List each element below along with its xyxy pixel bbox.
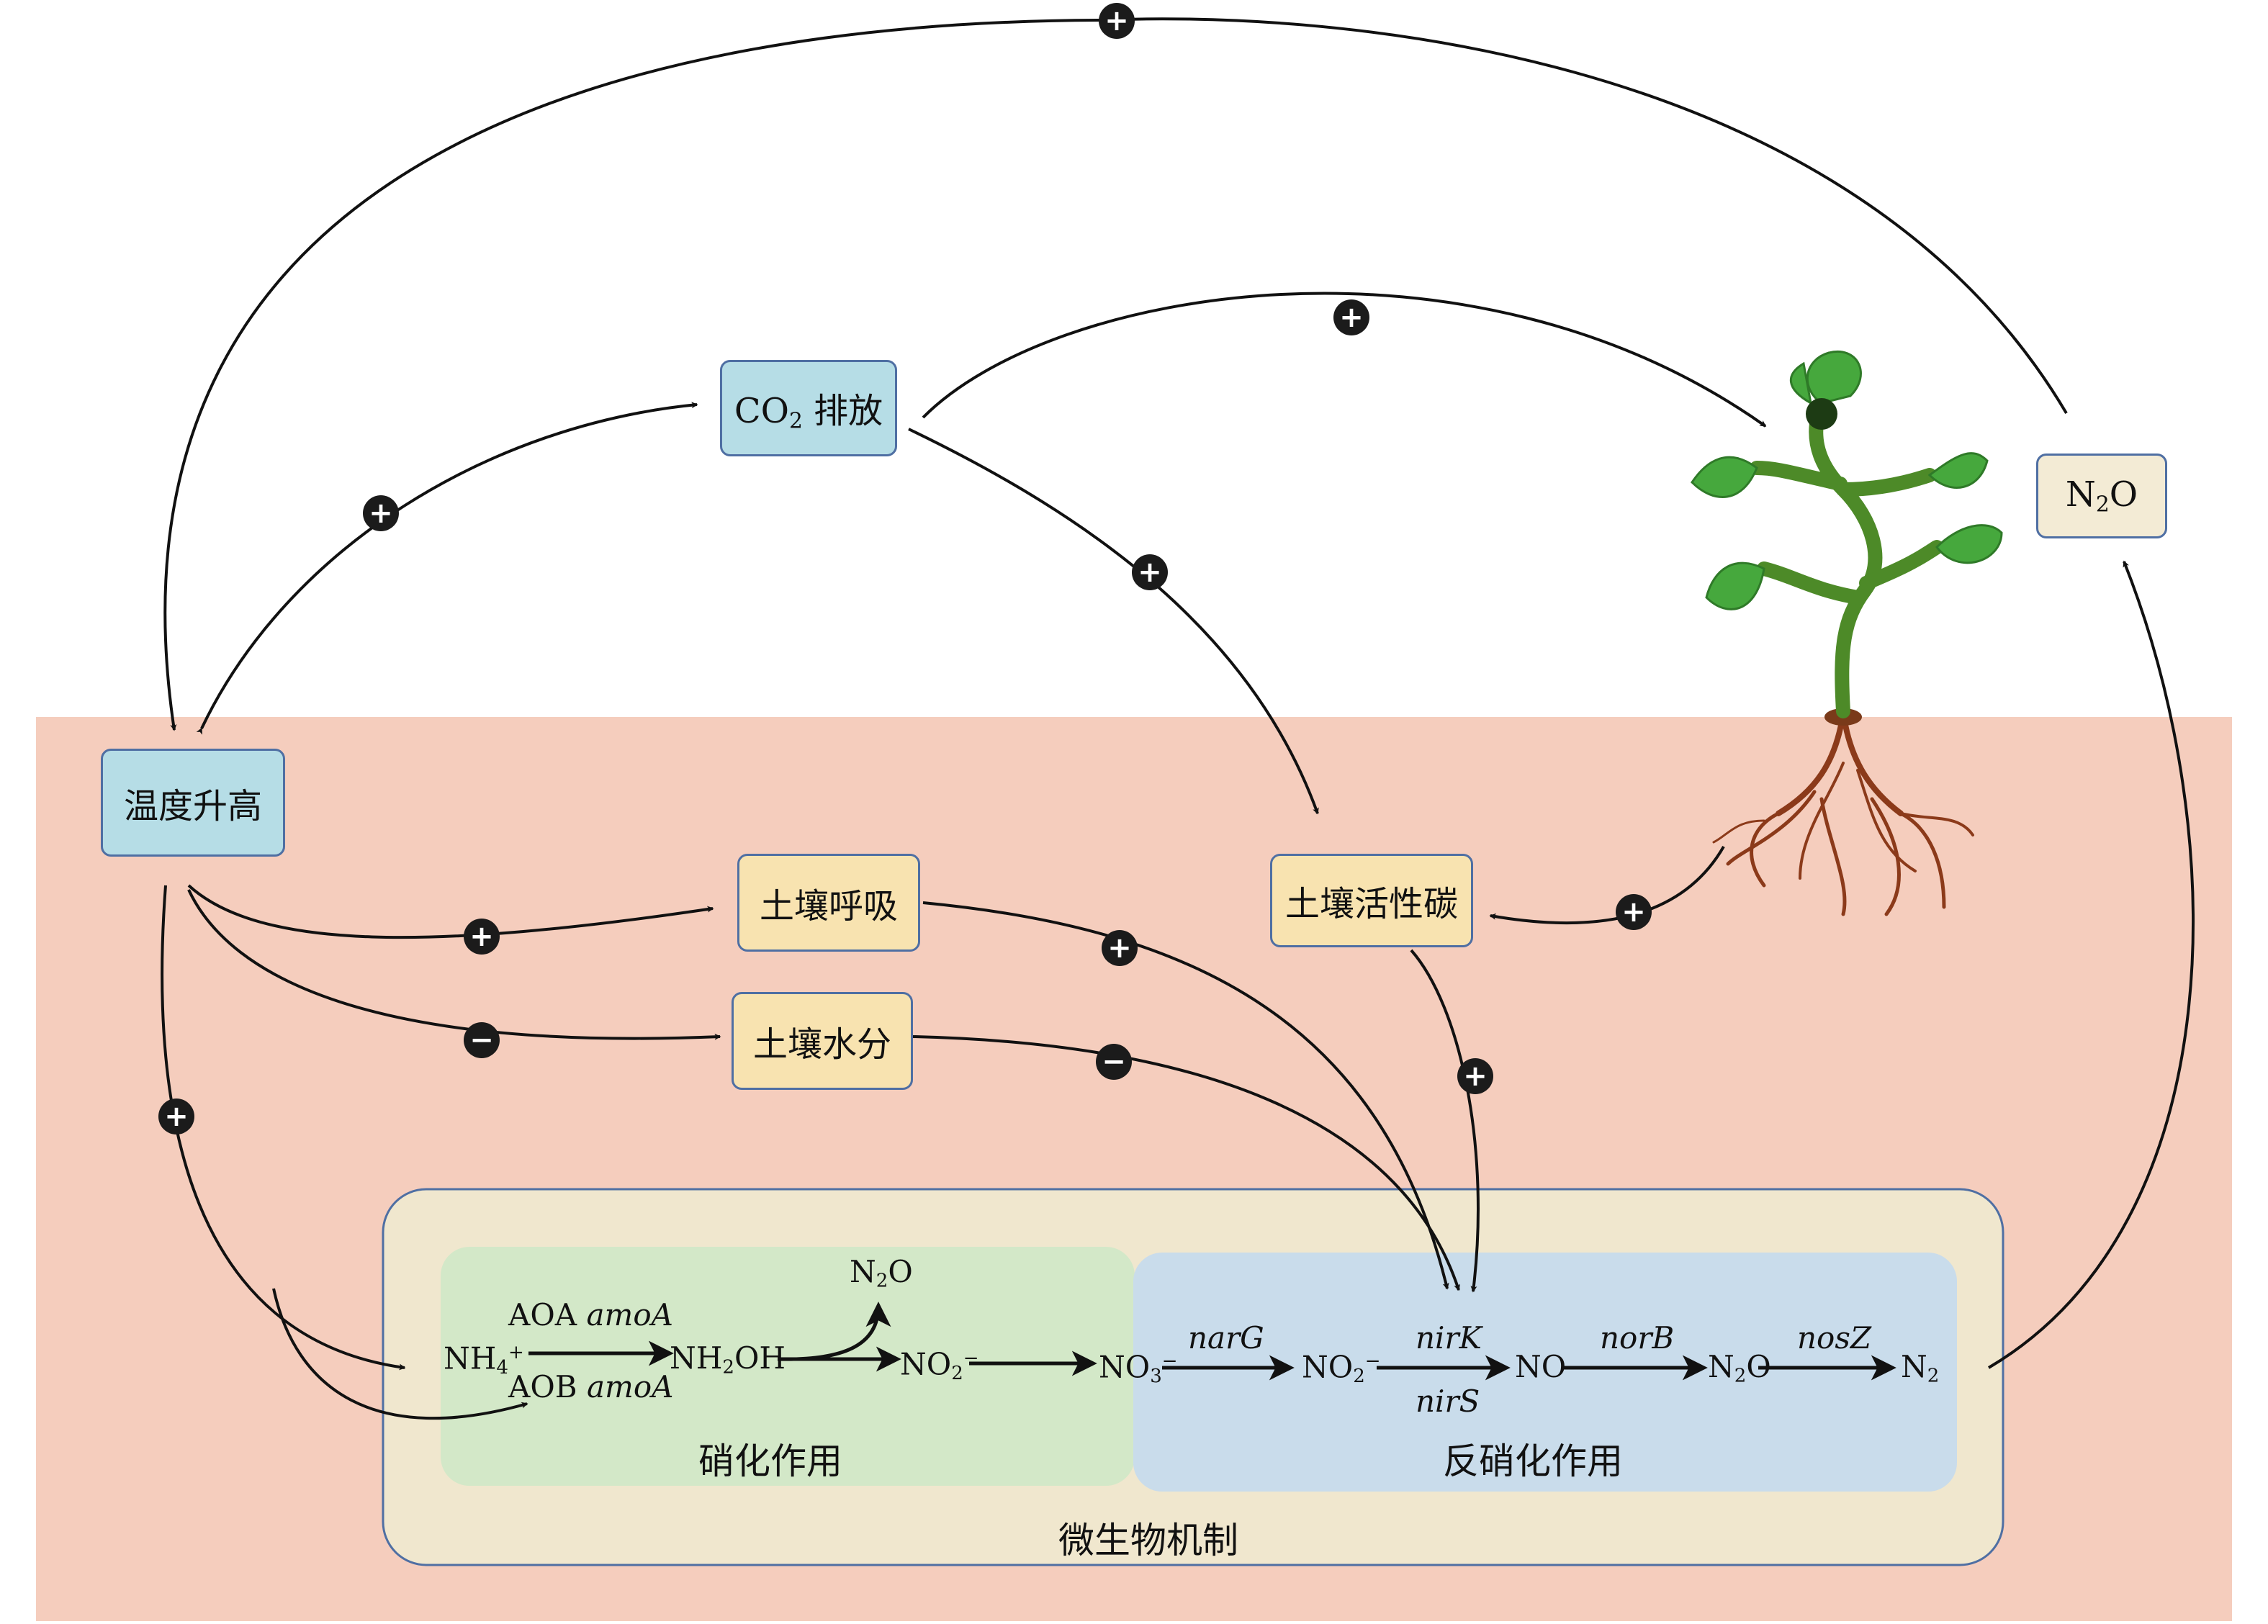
arc-respiration-to-denit (922, 901, 1449, 1290)
arc-temp-to-aob (272, 1288, 528, 1420)
co2-label: CO2 排放 (734, 391, 883, 434)
sign-moisture-to-denit: − (1096, 1044, 1132, 1080)
nh4-label: NH4+ (444, 1340, 524, 1379)
sign-temp-to-moisture: − (464, 1022, 500, 1058)
denitrification-panel (1133, 1253, 1957, 1492)
sign-carbon-to-denit: + (1457, 1058, 1493, 1094)
arc-temp-to-nitrification (161, 885, 406, 1371)
norb-gene-label: norB (1600, 1320, 1675, 1355)
sign-co2-to-carbon: + (1132, 554, 1168, 590)
n2o-label: N2O (2065, 474, 2138, 518)
soil-moisture-box: 土壤水分 (732, 992, 913, 1090)
aob-amoa-label: AOB amoA (508, 1369, 674, 1404)
arc-co2-to-plant (922, 292, 1767, 428)
sign-top-arc: + (1099, 3, 1135, 39)
n2-label: N2 (1901, 1349, 1940, 1387)
denitrification-title: 反硝化作用 (1443, 1440, 1623, 1482)
no3-label: NO3− (1099, 1349, 1178, 1387)
sign-temp-co2: + (363, 495, 399, 531)
arc-n2o-to-temperature (163, 17, 2068, 731)
sign-temp-to-respiration: + (464, 919, 500, 955)
arc-n2-to-n2o (1987, 560, 2195, 1369)
plant-illustration (1691, 351, 2003, 916)
denit-n2o-label: N2O (1708, 1349, 1771, 1387)
n2o-atmosphere-box: N2O (2036, 454, 2167, 538)
arc-temp-to-moisture (187, 889, 721, 1040)
arc-temperature-co2 (196, 402, 698, 735)
co2-emission-box: CO2 排放 (720, 360, 897, 456)
sign-plant-to-carbon: + (1616, 894, 1652, 930)
sign-respiration-to-denit: + (1102, 930, 1138, 966)
nitrification-title: 硝化作用 (698, 1440, 842, 1482)
denit-no2-label: NO2− (1302, 1349, 1381, 1387)
arc-temp-to-respiration (187, 884, 714, 939)
temperature-rise-box: 温度升高 (101, 749, 285, 857)
nosz-gene-label: nosZ (1797, 1320, 1872, 1355)
microbial-mechanism-title: 微生物机制 (1058, 1520, 1238, 1561)
nirs-gene-label: nirS (1416, 1384, 1480, 1419)
nitrification-panel (441, 1247, 1135, 1486)
nitrification-n2o-label: N2O (850, 1254, 913, 1292)
aoa-amoa-label: AOA amoA (508, 1297, 673, 1332)
nh2oh-label: NH2OH (670, 1340, 786, 1379)
arc-moisture-to-denit (912, 1035, 1460, 1291)
soil-respiration-box: 土壤呼吸 (737, 854, 920, 952)
nitrification-no2-label: NO2− (900, 1346, 979, 1384)
sign-temp-to-nitrification: + (158, 1099, 194, 1134)
nirk-gene-label: nirK (1416, 1320, 1482, 1355)
no-label: NO (1515, 1349, 1567, 1384)
narg-gene-label: narG (1188, 1320, 1264, 1355)
sign-co2-to-plant: + (1333, 299, 1369, 335)
soil-active-carbon-box: 土壤活性碳 (1270, 854, 1473, 947)
